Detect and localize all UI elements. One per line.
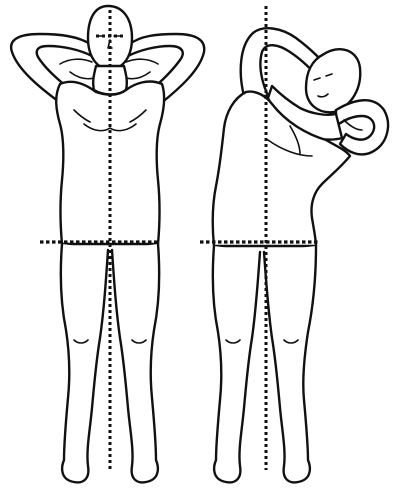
left-figure-shoulder-right	[126, 59, 158, 64]
figure-left	[11, 6, 204, 482]
left-figure-arm-crease-left	[70, 72, 94, 79]
right-figure-arm-crease	[344, 120, 362, 130]
figure-right	[200, 6, 388, 482]
right-figure-left-leg	[213, 246, 260, 482]
left-figure-shoulder-left	[60, 59, 92, 64]
right-figure-right-leg	[264, 246, 316, 482]
left-figure-right-leg	[112, 244, 159, 482]
left-figure-left-leg	[61, 244, 108, 482]
right-figure-lower-arm	[336, 100, 388, 154]
left-figure-arm-crease-right	[126, 72, 150, 79]
